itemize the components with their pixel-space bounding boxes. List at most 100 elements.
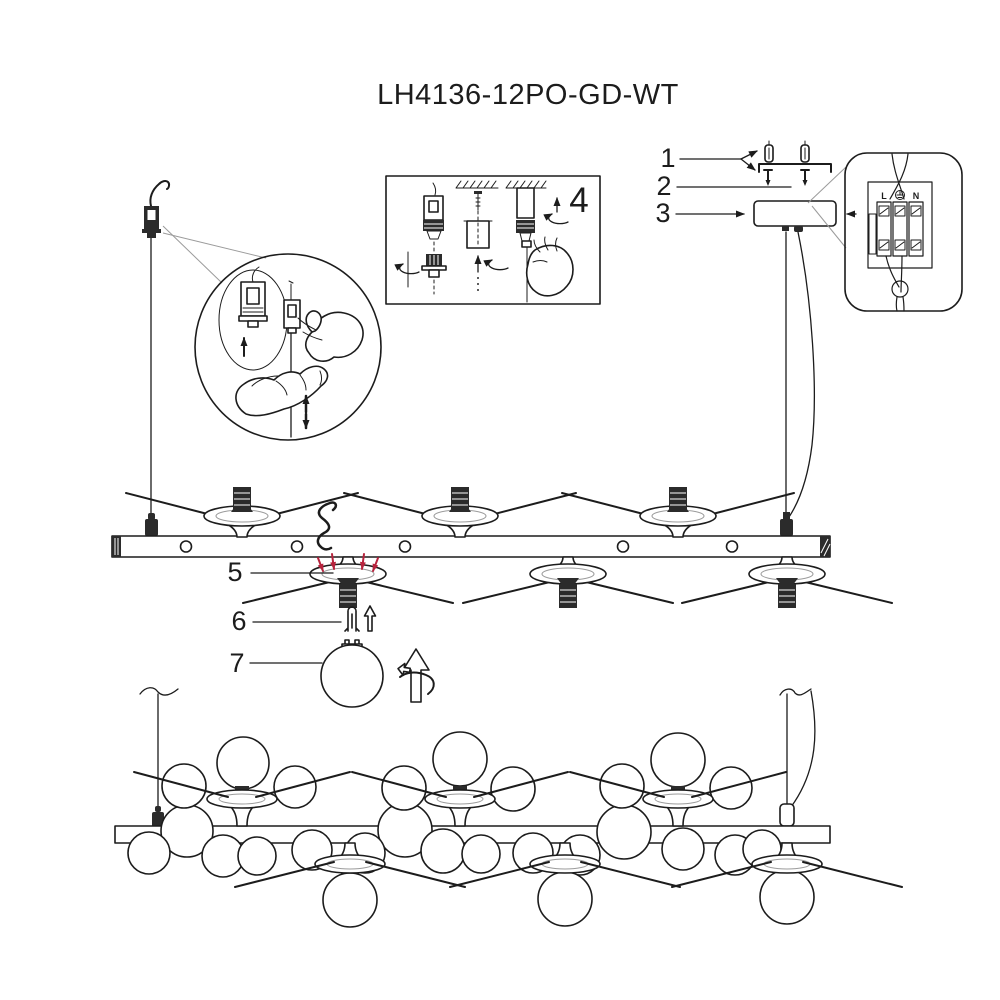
leader-1-branch [740,158,756,171]
product-model-title: LH4136-12PO-GD-WT [377,79,679,111]
detail-circle-border [194,253,382,441]
callout-4-label: 4 [569,181,588,220]
rail-hole [398,540,412,553]
hand-tighten-diagram [505,180,574,303]
wire [885,255,900,288]
gripper-icon [238,266,268,328]
retaining-clip-icon [344,606,360,632]
cable-tail [149,179,171,207]
small-gripper-icon [283,280,301,334]
glass-globe [650,732,706,788]
glass-globe [661,827,705,871]
glass-globe [490,766,536,812]
suspension-cable-assembly [142,179,267,536]
rail-hole [290,540,304,553]
rail-hole [179,540,193,553]
callout-6-label: 6 [231,606,246,636]
terminal-side-plate [868,213,877,255]
callout-2-label: 2 [656,171,671,201]
cable-tail [139,687,179,696]
fixture-rail-assembly: 5 [111,486,893,609]
glass-globe [216,736,270,790]
cable-rail-connector [145,519,158,536]
glass-globe [237,836,277,876]
glass-globe [537,871,593,927]
glass-globe [709,766,753,810]
callout-5-label: 5 [227,557,242,587]
hand-icon [235,365,329,417]
glass-globe [322,872,378,928]
globe-callout: 7 [229,639,435,708]
wire [889,153,909,200]
power-cord [790,690,816,808]
power-cord [788,231,815,518]
rotation-arrow-icon [483,259,509,271]
wiring-detail-inset: L N [844,152,963,312]
inset-border [844,152,963,312]
glass-globe [432,731,488,787]
rail-end-cap [112,536,121,557]
rail-hole [616,540,630,553]
mounting-hardware-callouts: 1 2 3 [655,140,857,228]
strain-relief-loop [891,280,909,298]
ceiling-canopy [753,200,837,227]
terminal [876,201,892,257]
wire [891,153,905,200]
clip-callout: 6 [231,605,377,636]
canopy-and-wiring: L N [753,152,963,536]
cable-tail [779,688,812,696]
cable-rail-connector [779,803,795,827]
cable-rail-connector [152,812,164,827]
callout-line [162,232,267,259]
lamp-holder-top [343,486,577,538]
terminal [892,201,908,257]
lamp-holder-bottom [462,556,674,609]
rail-hole [725,540,739,553]
glass-globe [127,831,171,875]
glass-globe [420,828,466,874]
up-arrow-icon [363,605,377,632]
glass-globe [759,869,815,925]
rail-end-cap [820,536,830,557]
connector-cap [783,512,790,520]
inset-border [385,175,601,305]
glass-globe [381,765,427,811]
glass-globe-icon [320,639,384,708]
rotation-arrow-icon [543,213,569,225]
lamp-holder-top [561,486,795,538]
lamp-holder-bottom [681,556,893,609]
glass-globe [596,804,652,860]
callout-3-label: 3 [655,198,670,228]
cable-rail-connector [780,519,793,536]
cable-exit [782,226,789,231]
wire [895,296,905,312]
cord-exit [794,226,803,232]
callout-line [811,205,847,249]
connector-cap [148,513,155,520]
assembled-chandelier [114,687,903,928]
mounting-bracket-icon [758,163,832,173]
terminal [908,201,924,257]
callout-1-label: 1 [660,143,675,173]
terminal-label-n: N [913,191,920,201]
callout-7-label: 7 [229,648,244,678]
safety-hook-icon [316,501,338,551]
lamp-holder-top [125,486,359,538]
callout-line [807,166,847,204]
cable-gripper-icon [142,206,161,238]
terminal-block [867,181,933,269]
terminal-label-l: L [881,191,887,201]
fixture-rail [111,535,831,558]
unscrew-gripper-diagram [394,182,447,295]
ceiling-screw-diagram [455,180,509,291]
callout-line [162,225,223,284]
hand-icon [297,310,364,362]
glass-globe [461,834,501,874]
twist-insert-arrow-icon [397,648,435,703]
gripper-adjustment-detail-circle [194,253,382,441]
leader-1-branch [740,150,758,160]
earth-symbol-icon [895,190,905,200]
step4-inset-box: 4 [385,175,601,305]
